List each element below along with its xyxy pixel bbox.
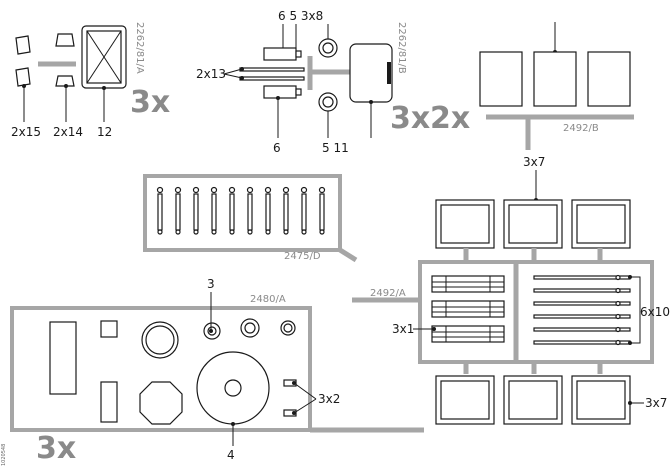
multiplier-2x: 2x bbox=[430, 101, 470, 136]
cylinder-part bbox=[263, 47, 297, 61]
clamp-part bbox=[55, 75, 75, 87]
label-3x1: 3x1 bbox=[392, 322, 414, 336]
rod-part bbox=[239, 76, 305, 81]
multiplier-3x: 3x bbox=[390, 101, 430, 136]
pin-row bbox=[156, 186, 326, 235]
octagon-part bbox=[139, 381, 183, 425]
box-part bbox=[349, 43, 393, 103]
cylinder-part bbox=[263, 85, 297, 99]
code-2262-81-b: 2262/81/B bbox=[396, 22, 407, 74]
panel-part bbox=[587, 51, 631, 107]
label-3x2: 3x2 bbox=[318, 392, 340, 406]
group-2492-b: 2492/B 3x7 bbox=[479, 22, 634, 202]
square-part bbox=[100, 320, 118, 338]
group-2262-81-a: 2x15 2x14 12 2262/81/A 3x bbox=[11, 22, 170, 139]
clamp-part bbox=[15, 35, 31, 55]
panel-part bbox=[571, 375, 631, 425]
label-12: 12 bbox=[97, 125, 112, 139]
label-3x7-bottom: 3x7 bbox=[645, 396, 667, 410]
label-3x7-top: 3x7 bbox=[523, 155, 545, 169]
group-2262-81-b: 6 5 3x8 2x13 2262/81/B 6 bbox=[196, 9, 470, 155]
tray-frame bbox=[143, 174, 342, 252]
code-2492-a: 2492/A bbox=[370, 288, 406, 299]
panel-part bbox=[571, 199, 631, 249]
clamp-part bbox=[55, 33, 75, 47]
block-part bbox=[100, 381, 118, 423]
box-inner bbox=[86, 30, 122, 84]
panel-part bbox=[503, 199, 563, 249]
drawing-id: 1020548 bbox=[1, 444, 7, 466]
rod-stack bbox=[533, 274, 631, 346]
cassette-stack bbox=[431, 275, 505, 343]
panel-part bbox=[435, 375, 495, 425]
rod-part bbox=[239, 67, 305, 72]
panel-part bbox=[479, 51, 523, 107]
multiplier-3x: 3x bbox=[130, 85, 170, 120]
label-2x14: 2x14 bbox=[53, 125, 83, 139]
label-5-11: 5 11 bbox=[322, 141, 349, 155]
group-2480-a: 2480/A 3 4 3x2 3x bbox=[10, 277, 424, 466]
code-2492-b: 2492/B bbox=[563, 123, 599, 134]
label-6x10: 6x10 bbox=[640, 305, 670, 319]
clamp-part bbox=[15, 67, 31, 87]
label-4: 4 bbox=[227, 448, 235, 462]
panel-part bbox=[435, 199, 495, 249]
panel-part bbox=[503, 375, 563, 425]
panel-part bbox=[533, 51, 577, 107]
label-2x13: 2x13 bbox=[196, 67, 226, 81]
label-2x15: 2x15 bbox=[11, 125, 41, 139]
label-6: 6 bbox=[273, 141, 281, 155]
group-2475-d: 2475/D bbox=[143, 174, 358, 263]
block-part bbox=[49, 321, 77, 395]
multiplier-3x: 3x bbox=[36, 431, 76, 466]
code-2480-a: 2480/A bbox=[250, 294, 286, 305]
label-3: 3 bbox=[207, 277, 215, 291]
code-2262-81-a: 2262/81/A bbox=[134, 22, 145, 74]
label-6-5-3x8: 6 5 3x8 bbox=[278, 9, 323, 23]
group-2492-a: 2492/A 3x1 6x10 bbox=[352, 199, 670, 425]
code-2475-d: 2475/D bbox=[284, 251, 321, 262]
